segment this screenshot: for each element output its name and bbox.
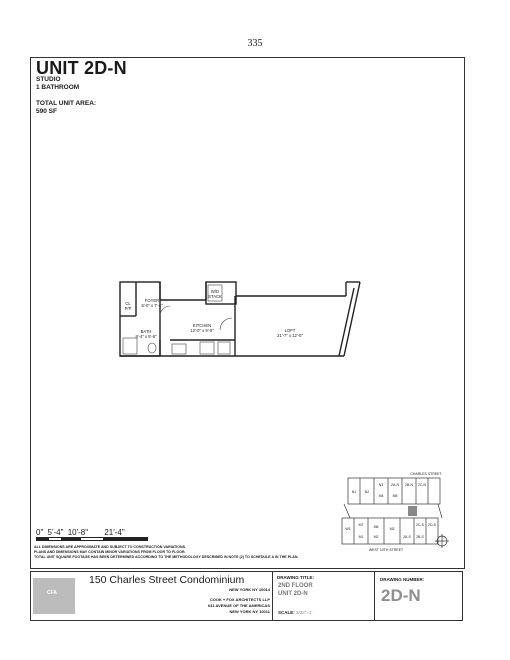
scale-labels: 0" 5'-4" 10'-8" 21'-4" (36, 528, 125, 537)
key-unit: 2C-N (418, 483, 427, 487)
scale-tick-2: 10'-8" (67, 528, 89, 537)
room-dims-kitchen: 12'-0" x 9'-0" (190, 328, 214, 333)
scale-bar (36, 537, 148, 541)
drawing-number-label: DRAWING NUMBER: (380, 577, 425, 582)
room-label-bath: BATH (141, 329, 152, 334)
project-name: 150 Charles Street Condominium (89, 574, 245, 586)
scale-tick-0: 0" (36, 528, 44, 537)
key-unit: M4 (379, 494, 384, 498)
key-unit: M2 (374, 535, 379, 539)
architect-logo (33, 578, 75, 614)
room-dims-bath: 8'-4" x 5'-6" (135, 334, 157, 339)
room-dims-cl: P/P (125, 306, 132, 311)
key-unit: N3 (379, 483, 384, 487)
scale-value: 3/32"=1' (296, 610, 313, 615)
drawing-title-label: DRAWING TITLE: (277, 575, 314, 580)
key-unit: W1 (345, 527, 350, 531)
key-unit: 2B-S (416, 535, 424, 539)
room-dims-foyer: 6'-0" x 7'-4" (141, 303, 163, 308)
floor-plan: CL P/P FOYER 6'-0" x 7'-4" BATH 8'-4" x … (119, 281, 361, 357)
key-unit: 2B-N (405, 483, 413, 487)
key-unit: M7 (359, 523, 364, 527)
key-unit: 2A-N (391, 483, 399, 487)
scale-tick-1: 5'-4" (47, 528, 64, 537)
unit-area-value: 590 SF (36, 108, 57, 115)
key-unit: N1 (352, 490, 357, 494)
key-unit: 2A-S (403, 535, 411, 539)
key-unit: N2 (365, 490, 370, 494)
key-unit: M5 (393, 494, 398, 498)
title-block-divider (374, 571, 375, 621)
unit-type: STUDIO (36, 76, 61, 83)
project-city: NEW YORK NY 10014 (229, 587, 270, 592)
key-unit: 2C-S (416, 523, 425, 527)
scale-label: SCALE: 3/32"=1' (278, 610, 312, 615)
drawing-title-line: UNIT 2D-N (278, 591, 308, 597)
drawing-title: 2ND FLOOR UNIT 2D-N (278, 582, 313, 598)
key-unit: M6 (374, 525, 379, 529)
room-label-wd: W/D (211, 289, 219, 294)
room-label-foyer: FOYER (145, 298, 159, 303)
drawing-title-line: 2ND FLOOR (278, 583, 313, 589)
architect-city: NEW YORK NY 10011 (229, 609, 270, 614)
architect-address: 641 AVENUE OF THE AMERICAS (207, 603, 270, 608)
note-line: PLANS AND DIMENSIONS MAY CONTAIN MINOR V… (34, 550, 186, 554)
key-plan: CHARLES STREET WEST 10TH STREET N1 N2 N3… (341, 472, 449, 552)
unit-title: UNIT 2D-N (36, 58, 127, 78)
room-dims-loft: 21'-7" x 12'-0" (277, 333, 303, 338)
room-dims-wd: STACK (208, 294, 222, 299)
room-label-loft: LOFT (285, 328, 296, 333)
room-label-cl: CL (125, 301, 131, 306)
key-plan-street-bottom: WEST 10TH STREET (369, 548, 404, 552)
room-label-kitchen: KITCHEN (193, 323, 211, 328)
drawing-frame (30, 57, 465, 569)
title-block (30, 571, 463, 621)
page-number: 335 (247, 38, 263, 49)
scale-tick-3: 21'-4" (104, 528, 125, 537)
unit-area-label: TOTAL UNIT AREA: (36, 100, 97, 107)
scale-label-text: SCALE: (278, 610, 295, 615)
note-line: TOTAL UNIT SQUARE FOOTAGE HAS BEEN DETER… (34, 555, 299, 559)
note-line: ALL DIMENSIONS ARE APPROXIMATE AND SUBJE… (34, 545, 187, 549)
title-block-divider (272, 571, 273, 621)
drawing-number: 2D-N (381, 586, 421, 605)
key-unit: 2D-S (428, 523, 437, 527)
key-unit: M1 (359, 535, 364, 539)
architect-logo-mark: CFA (47, 590, 57, 596)
key-plan-street-top: CHARLES STREET (410, 472, 442, 476)
key-unit: M3 (390, 527, 395, 531)
unit-baths: 1 BATHROOM (36, 84, 80, 91)
architect-name: COOK + FOX ARCHITECTS LLP (209, 597, 270, 602)
